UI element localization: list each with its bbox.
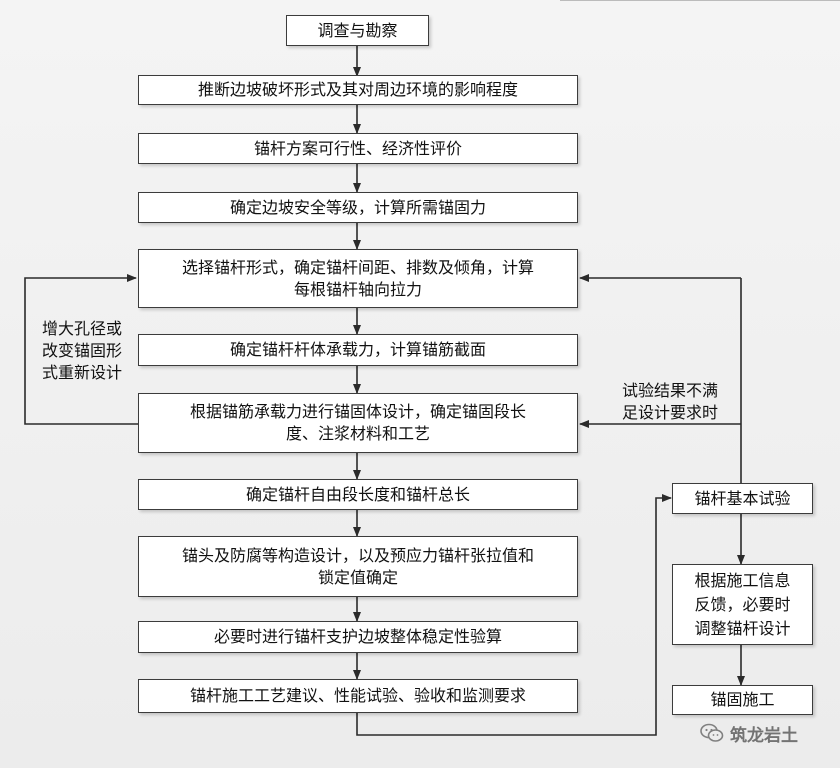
box-construction-requirements: 锚杆施工工艺建议、性能试验、验收和监测要求 — [138, 679, 578, 713]
box-free-length: 确定锚杆自由段长度和锚杆总长 — [138, 479, 578, 510]
box-stability: 必要时进行锚杆支护边坡整体稳定性验算 — [138, 621, 578, 653]
watermark: 筑龙岩土 — [700, 719, 830, 747]
box-basic-test: 锚杆基本试验 — [672, 483, 813, 514]
box-failure-mode: 推断边坡破坏形式及其对周边环境的影响程度 — [138, 75, 578, 105]
watermark-text: 筑龙岩土 — [730, 725, 798, 746]
left-feedback-loop — [24, 274, 138, 425]
box-survey: 调查与勘察 — [286, 15, 429, 46]
box-anchoring-construction: 锚固施工 — [672, 685, 813, 715]
box-bearing: 确定锚杆杆体承载力，计算锚筋截面 — [138, 334, 578, 366]
top-divider — [560, 0, 840, 1]
label-left-loop: 增大孔径或 改变锚固形 式重新设计 — [41, 319, 122, 382]
box-head-design: 锚头及防腐等构造设计，以及预应力锚杆张拉值和 锁定值确定 — [138, 536, 578, 597]
box-adjust-design: 根据施工信息 反馈，必要时 调整锚杆设计 — [672, 564, 813, 645]
arrow-construction-to-basic-test — [356, 494, 672, 736]
label-right-loop: 试验结果不满 足设计要求时 — [621, 381, 718, 422]
wechat-icon — [700, 723, 724, 742]
box-select-form: 选择锚杆形式，确定锚杆间距、排数及倾角，计算 每根锚杆轴向拉力 — [138, 249, 578, 308]
box-feasibility: 锚杆方案可行性、经济性评价 — [138, 133, 578, 164]
box-anchor-design: 根据锚筋承载力进行锚固体设计，确定锚固段长 度、注浆材料和工艺 — [138, 393, 578, 453]
box-safety-grade: 确定边坡安全等级，计算所需锚固力 — [138, 192, 578, 223]
